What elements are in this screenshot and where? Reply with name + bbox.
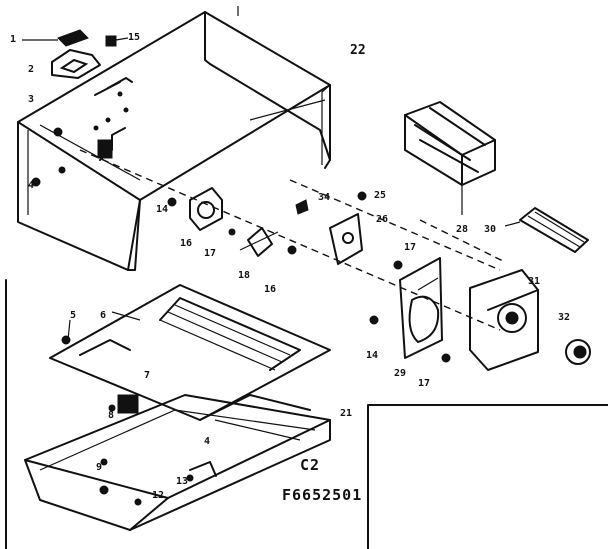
figure-number: F6652501 bbox=[282, 486, 362, 504]
callout-29: 29 bbox=[394, 368, 406, 379]
filter-strip-part bbox=[504, 207, 589, 253]
callout-16: 16 bbox=[180, 238, 192, 249]
callout-5: 5 bbox=[70, 310, 76, 321]
callout-28: 28 bbox=[456, 224, 468, 235]
callout-15: 15 bbox=[128, 32, 140, 43]
callout-13: 13 bbox=[176, 476, 188, 487]
callout-4b: 4 bbox=[204, 436, 210, 447]
callout-4: 4 bbox=[28, 180, 34, 191]
callout-31: 31 bbox=[528, 276, 540, 287]
callout-7: 7 bbox=[144, 370, 150, 381]
callout-30: 30 bbox=[484, 224, 496, 235]
callout-34: 34 bbox=[318, 192, 330, 203]
callout-22: 22 bbox=[350, 43, 366, 58]
callout-8: 8 bbox=[108, 410, 114, 421]
motor-assembly bbox=[167, 187, 591, 371]
callout-32: 32 bbox=[558, 312, 570, 323]
callout-25: 25 bbox=[374, 190, 386, 201]
callout-17b: 17 bbox=[404, 242, 416, 253]
callout-14: 14 bbox=[156, 204, 168, 215]
callout-21: 21 bbox=[340, 408, 352, 419]
callout-18: 18 bbox=[238, 270, 250, 281]
callout-12: 12 bbox=[152, 490, 164, 501]
cabinet-wrapper bbox=[17, 11, 331, 271]
section-code: C2 bbox=[300, 456, 320, 474]
callout-9: 9 bbox=[96, 462, 102, 473]
assembly-axis-line-2 bbox=[419, 219, 506, 263]
callout-17c: 17 bbox=[418, 378, 430, 389]
right-border-box bbox=[367, 404, 608, 549]
assembly-axis-line bbox=[79, 149, 501, 331]
callout-16b: 16 bbox=[264, 284, 276, 295]
grille-part bbox=[404, 101, 496, 215]
callout-labels: 1 15 2 22 3 4 34 25 28 30 14 16 17 26 18… bbox=[10, 32, 570, 501]
callout-1: 1 bbox=[10, 34, 16, 45]
callout-17: 17 bbox=[204, 248, 216, 259]
callout-2: 2 bbox=[28, 64, 34, 75]
callout-26: 26 bbox=[376, 214, 388, 225]
callout-3: 3 bbox=[28, 94, 34, 105]
base-chassis bbox=[24, 284, 331, 531]
callout-6: 6 bbox=[100, 310, 106, 321]
callout-14b: 14 bbox=[366, 350, 378, 361]
top-small-parts bbox=[22, 29, 129, 79]
